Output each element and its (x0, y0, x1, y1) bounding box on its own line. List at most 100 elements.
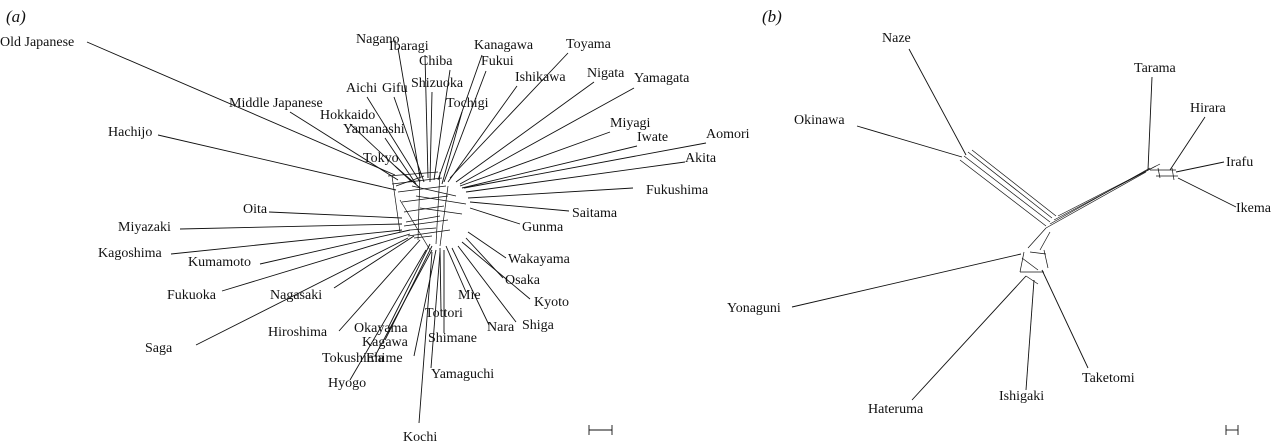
reticulation-edge (403, 219, 449, 227)
taxon-label-hiroshima: Hiroshima (268, 325, 328, 340)
edge-tottori (439, 247, 442, 312)
taxon-label-fukushima: Fukushima (646, 183, 709, 198)
taxon-label-wakayama: Wakayama (508, 252, 571, 267)
edge-yonaguni (791, 253, 1022, 308)
edge-gunma (469, 207, 521, 225)
reticulation-edge (1025, 275, 1039, 285)
taxon-label-kagawa: Kagawa (362, 335, 409, 350)
taxon-label-ishikawa: Ishikawa (515, 70, 566, 85)
edge-tarama (1147, 76, 1153, 171)
taxon-label-tochigi: Tochigi (446, 96, 489, 111)
edge-naze (908, 48, 967, 156)
taxon-label-okinawa: Okinawa (794, 113, 845, 128)
reticulation-edge (407, 229, 451, 237)
edge-chiba (433, 69, 451, 181)
taxon-label-nagano: Nagano (356, 32, 400, 47)
edge-toyama (449, 52, 569, 179)
reticulation-edge (1021, 257, 1039, 271)
taxon-label-fukuoka: Fukuoka (167, 288, 217, 303)
reticulation-edge (435, 171, 441, 245)
reticulation-edge (959, 159, 1047, 227)
edge-hiroshima (338, 239, 421, 332)
edge-nagano (397, 47, 421, 179)
reticulation-edge (963, 155, 1051, 223)
edge-saga (195, 237, 409, 346)
reticulation-edge (413, 235, 433, 239)
taxon-label-hachijo: Hachijo (108, 125, 152, 140)
reticulation-edge (1171, 167, 1175, 181)
edge-nagasaki (333, 235, 415, 289)
edge-hateruma (911, 275, 1027, 401)
reticulation-edge (1045, 171, 1147, 229)
taxon-label-nara: Nara (487, 320, 515, 335)
reticulation-edge (405, 215, 441, 223)
panel-label-a: (a) (6, 7, 26, 26)
reticulation-edge (439, 185, 449, 247)
taxon-label-irafu: Irafu (1226, 155, 1253, 170)
reticulation-edge (399, 199, 431, 251)
edge-fukuoka (221, 233, 411, 292)
edge-yamanashi (384, 137, 417, 185)
taxon-label-hateruma: Hateruma (868, 402, 924, 417)
edge-ikema (1177, 177, 1237, 208)
edge-hyogo (349, 249, 427, 381)
taxon-label-akita: Akita (685, 151, 717, 166)
reticulation-edge (401, 195, 449, 203)
reticulation-edge (971, 149, 1057, 217)
taxon-label-shiga: Shiga (522, 318, 555, 333)
taxon-label-aomori: Aomori (706, 127, 750, 142)
taxon-label-kanagawa: Kanagawa (474, 38, 534, 53)
reticulation-edge (1039, 231, 1051, 251)
reticulation-edge (391, 177, 443, 185)
taxon-label-gunma: Gunma (522, 220, 564, 235)
reticulation-edge (403, 205, 445, 213)
edge-miyazaki (179, 223, 403, 230)
edge-saitama (469, 201, 570, 212)
edge-wakayama (467, 231, 507, 259)
taxon-label-hirara: Hirara (1190, 101, 1227, 116)
taxon-label-gifu: Gifu (382, 81, 408, 96)
taxon-label-ibaragi: Ibaragi (389, 39, 429, 54)
reticulation-edge (1027, 227, 1047, 249)
taxon-label-ishigaki: Ishigaki (999, 389, 1044, 404)
edge-gifu (393, 96, 425, 183)
scale-bar-a (588, 425, 613, 435)
taxon-label-oita: Oita (243, 202, 268, 217)
edge-tochigi (441, 111, 463, 185)
reticulation-edge (409, 227, 437, 231)
taxon-label-toyama: Toyama (566, 37, 612, 52)
reticulation-edge (395, 175, 425, 187)
edge-kumamoto (259, 229, 411, 265)
reticulation-edge (411, 185, 457, 197)
reticulation-edge (1057, 163, 1161, 217)
taxon-label-mie: Mie (458, 288, 481, 303)
network-edges-a (86, 41, 707, 424)
taxon-label-nagasaki: Nagasaki (270, 288, 322, 303)
edge-tokyo (394, 165, 421, 189)
taxon-label-okayama: Okayama (354, 321, 408, 336)
edge-kochi (418, 251, 433, 424)
edge-nara (451, 247, 490, 326)
taxon-label-ehime: Ehime (366, 351, 403, 366)
network-edges-b (791, 48, 1237, 401)
edge-nigata (455, 81, 595, 183)
taxon-label-fukui: Fukui (481, 54, 514, 69)
reticulation-edge (415, 195, 467, 205)
panel-label-b: (b) (762, 7, 782, 26)
reticulation-edge (391, 175, 401, 233)
reticulation-edge (1029, 251, 1047, 255)
taxon-label-yamaguchi: Yamaguchi (431, 367, 494, 382)
reticulation-edge (967, 151, 1053, 219)
network-panel-b: (b) NazeTaramaOkinawaHiraraIrafuIkemaYon… (727, 7, 1272, 435)
edge-ehime (413, 249, 437, 357)
edge-fukui (443, 70, 487, 183)
edge-kyoto (461, 241, 531, 300)
edge-middle-japanese (289, 111, 399, 181)
taxon-label-chiba: Chiba (419, 54, 453, 69)
taxon-label-shizuoka: Shizuoka (411, 76, 464, 91)
scale-bar-b (1225, 425, 1239, 435)
taxon-label-tokushima: Tokushima (322, 351, 385, 366)
taxon-label-shimane: Shimane (428, 331, 477, 346)
